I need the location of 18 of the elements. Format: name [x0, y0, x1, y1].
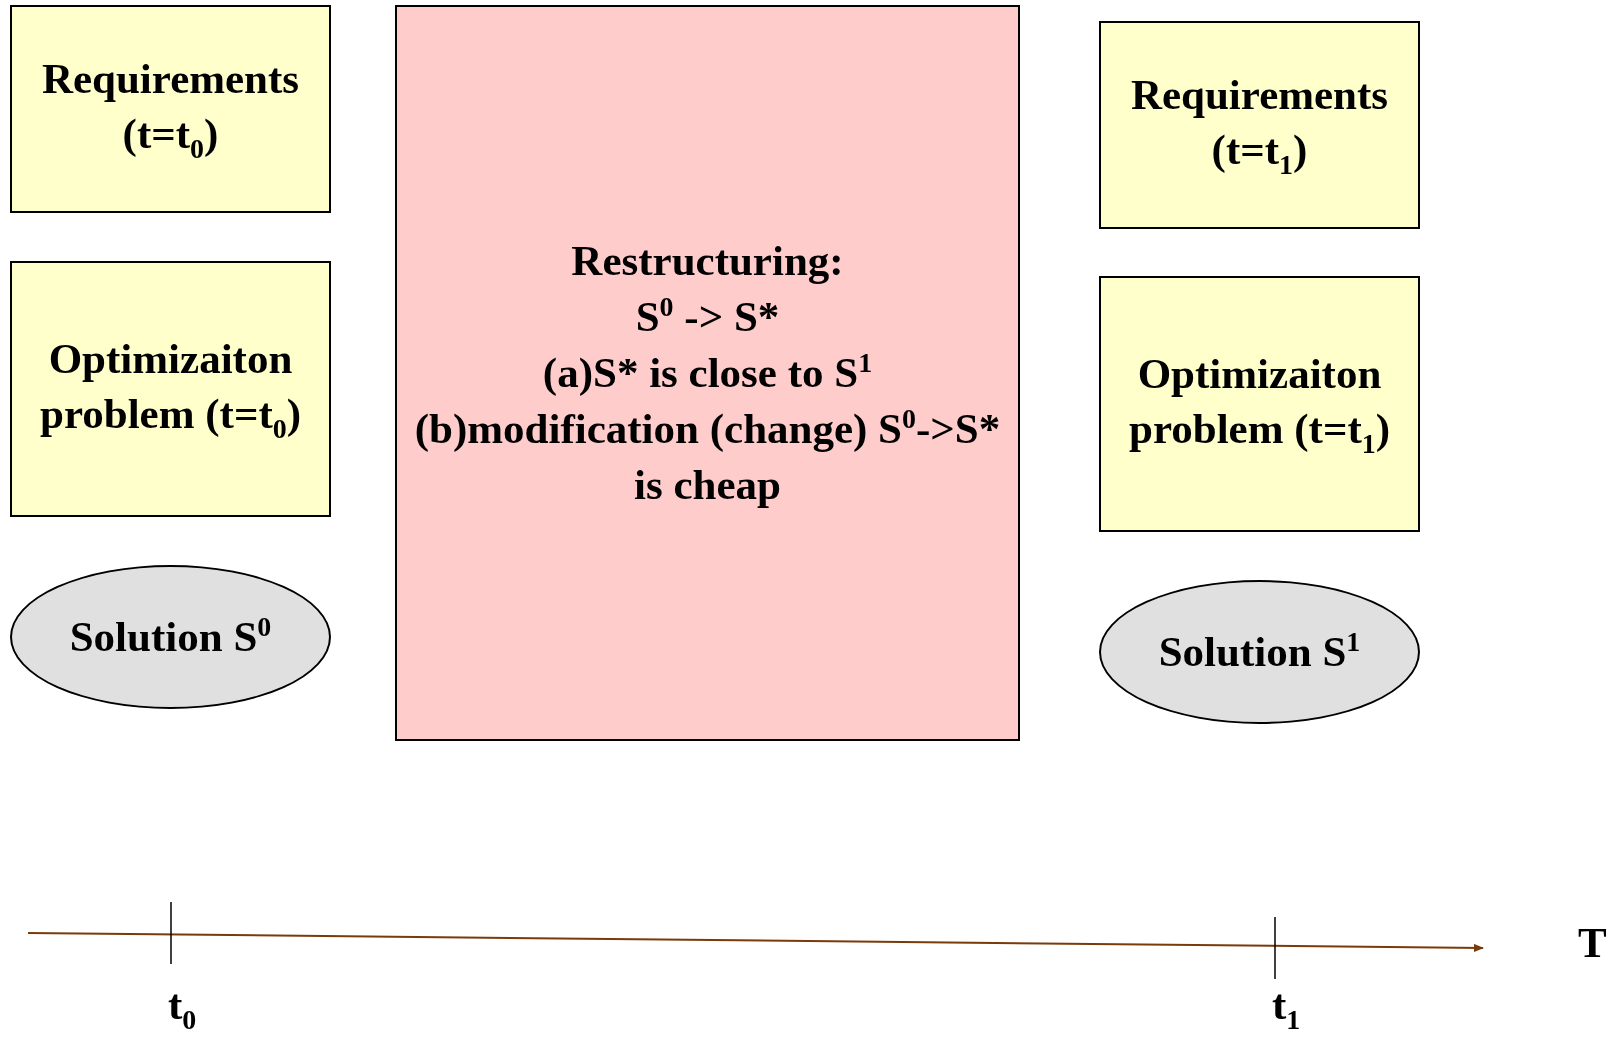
box-text: Optimizaiton problem (t=t$_{1}$): [1128, 348, 1391, 462]
problem-box: [1099, 276, 1420, 532]
box-text: Requirements (t=t$_{0}$): [40, 53, 301, 167]
axis-label: T: [1578, 918, 1607, 967]
box-text: Optimizaiton problem (t=t$_{0}$): [39, 333, 302, 447]
requirements-box: [1099, 21, 1420, 229]
requirements-box: [10, 5, 331, 213]
box-text: (a)S* is close to S$^{1}$: [542, 345, 873, 399]
tick-label: t$_{0}$: [168, 980, 197, 1036]
box-text: Solution S$^{1}$: [1158, 624, 1361, 678]
box-text: Solution S$^{0}$: [69, 609, 272, 663]
restructuring-box: [395, 5, 1020, 741]
tick-label: t$_{1}$: [1272, 980, 1301, 1036]
box-text: S$^{0}$ -> S*: [635, 289, 780, 342]
box-text: (b)modification (change) S$^{0}$->S* is cheap: [413, 402, 1002, 511]
box-heading: Restructuring:: [571, 235, 844, 286]
problem-box: [10, 261, 331, 517]
box-text: Requirements (t=t$_{1}$): [1129, 69, 1390, 183]
